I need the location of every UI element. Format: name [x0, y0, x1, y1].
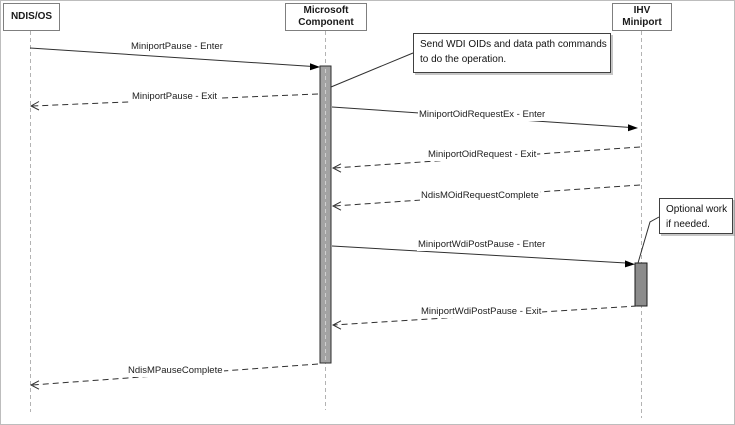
actor-box-ihv-miniport: IHV Miniport — [612, 3, 672, 31]
actor-label: IHV — [633, 4, 651, 16]
message-label: MiniportPause - Exit — [131, 91, 219, 103]
message-label: MiniportWdiPostPause - Enter — [417, 239, 547, 251]
message-label: MiniportPause - Enter — [130, 41, 224, 53]
message-label: MiniportOidRequestEx - Enter — [418, 109, 547, 121]
lifelines — [30, 31, 642, 418]
note-text: Send WDI OIDs and data path commands — [420, 39, 607, 50]
actor-label: Component — [298, 17, 354, 28]
actor-box-ndis-os: NDIS/OS — [3, 3, 60, 31]
message-arrow-miniportpause-enter — [29, 47, 320, 71]
actor-label: Microsoft — [303, 4, 349, 16]
note-connector-wdi-oids — [330, 52, 414, 88]
actor-label: Miniport — [622, 17, 662, 28]
note-text: Optional work — [666, 204, 728, 215]
message-label: MiniportWdiPostPause - Exit — [420, 306, 543, 318]
message-arrow-miniportwdipostpause-enter — [331, 245, 635, 268]
actor-label: NDIS/OS — [10, 10, 53, 22]
actor-box-microsoft-component: Microsoft Component — [285, 3, 367, 31]
message-label: NdisMPauseComplete — [127, 365, 224, 377]
message-label: MiniportOidRequest - Exit — [427, 149, 538, 161]
activation-bar-ihv — [634, 262, 648, 307]
note-box-optional-work: Optional work if needed. — [659, 198, 733, 234]
note-box-wdi-oids: Send WDI OIDs and data path commands to … — [413, 33, 611, 73]
activation-bar-microsoft — [319, 65, 332, 364]
note-text: to do the operation. — [420, 54, 507, 65]
note-connector-optional-work — [637, 216, 660, 264]
note-text: if needed. — [666, 219, 710, 230]
message-label: NdisMOidRequestComplete — [420, 190, 540, 202]
